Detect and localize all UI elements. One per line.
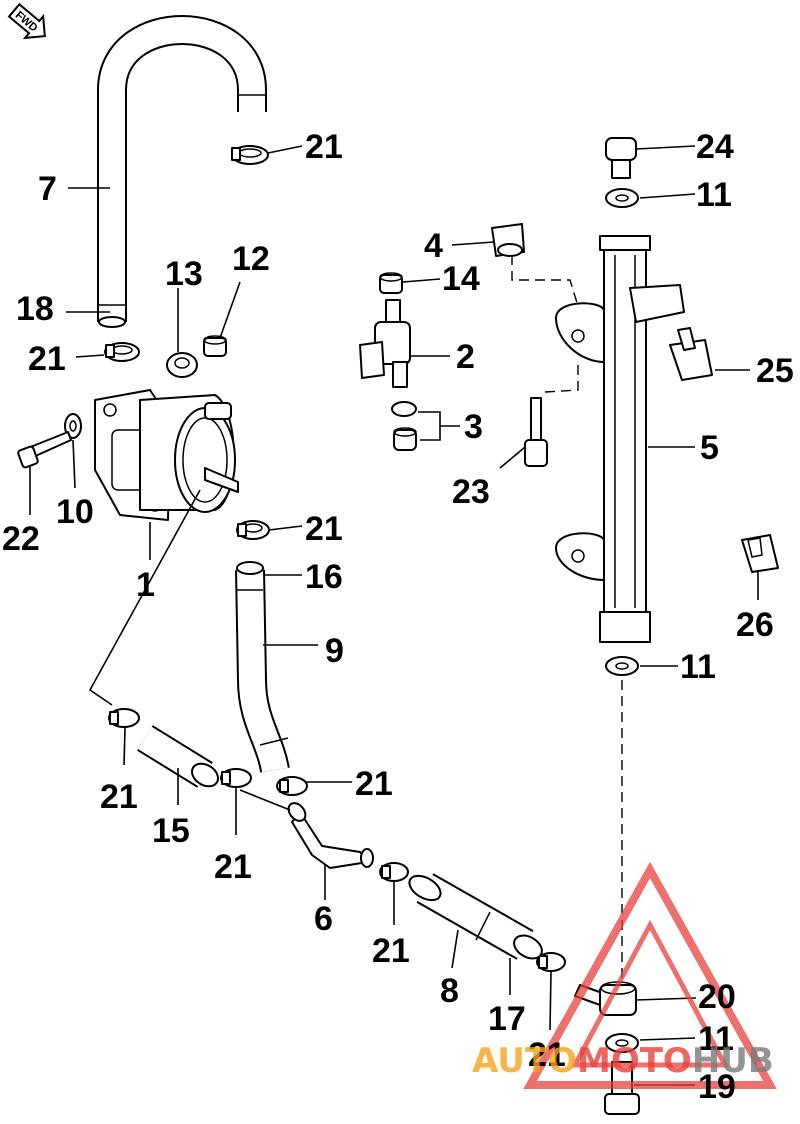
callout-3: 3 — [464, 408, 483, 446]
hose-clip-21-g — [379, 862, 409, 882]
watermark-part-2: MOTO — [577, 1041, 692, 1081]
callout-16: 16 — [305, 558, 343, 596]
bolt-24 — [605, 137, 637, 179]
callout-26: 26 — [736, 606, 774, 644]
callout-19: 19 — [698, 1068, 736, 1106]
joint-6 — [287, 802, 374, 869]
hose-9 — [235, 561, 290, 774]
callout-14: 14 — [442, 260, 480, 298]
washer-11-bottom — [605, 1033, 639, 1053]
hose-clip-21-c — [236, 520, 270, 540]
callout-20: 20 — [698, 978, 736, 1016]
callout-9: 9 — [325, 632, 344, 670]
callout-21: 21 — [305, 128, 343, 166]
hose-clip-21-f — [276, 776, 308, 796]
callout-11: 11 — [698, 1020, 734, 1058]
callout-21: 21 — [305, 510, 343, 548]
o-ring-14 — [379, 272, 403, 294]
callout-24: 24 — [696, 128, 734, 166]
cap-4 — [491, 223, 525, 257]
hose-8 — [408, 873, 543, 960]
callout-25: 25 — [756, 352, 794, 390]
callout-8: 8 — [440, 972, 459, 1010]
callout-22: 22 — [2, 520, 40, 558]
return-hose-7 — [97, 15, 267, 328]
watermark-text: AUTOMOTOHUB — [472, 1041, 774, 1081]
seal-3 — [391, 401, 417, 451]
fuel-filter-1 — [94, 389, 239, 521]
callout-21: 21 — [100, 778, 138, 816]
callout-2: 2 — [456, 338, 475, 376]
clamp-26 — [741, 534, 779, 573]
bolt-22 — [17, 431, 72, 469]
watermark-part-1: AUTO — [472, 1041, 577, 1081]
hose-clip-21-h — [536, 952, 566, 972]
fuel-rail-5 — [555, 235, 685, 643]
callout-21: 21 — [528, 1036, 566, 1074]
hose-clip-21-b — [104, 342, 140, 362]
washer-11-top — [605, 188, 639, 208]
callout-12: 12 — [232, 240, 270, 278]
callout-15: 15 — [152, 812, 190, 850]
fuel-injector-2 — [359, 299, 411, 388]
hose-clip-21-d — [108, 708, 140, 728]
svg-text:AUTOMOTOHUB: AUTOMOTOHUB — [472, 1041, 774, 1081]
assembly-lines — [88, 255, 623, 985]
callout-18: 18 — [16, 290, 54, 328]
callout-23: 23 — [452, 473, 490, 511]
washer-11-mid — [605, 656, 639, 676]
callout-4: 4 — [424, 227, 443, 265]
callout-10: 10 — [56, 493, 94, 531]
callout-11: 11 — [680, 648, 716, 686]
cap-12 — [203, 335, 227, 357]
callout-21: 21 — [28, 340, 66, 378]
clamp-25 — [669, 327, 713, 381]
callout-1: 1 — [136, 566, 155, 604]
callout-11: 11 — [696, 176, 732, 214]
callout-labels: 21 7 24 11 12 13 4 14 18 21 2 25 3 5 23 … — [2, 128, 794, 1106]
hose-clip-21-e — [220, 768, 252, 788]
callout-13: 13 — [165, 255, 203, 293]
grommet-13 — [166, 352, 198, 378]
watermark-part-3: HUB — [692, 1041, 774, 1081]
leader-lines — [29, 145, 759, 1086]
callout-21: 21 — [355, 765, 393, 803]
callout-5: 5 — [700, 429, 719, 467]
callout-6: 6 — [314, 900, 333, 938]
bolt-23 — [524, 397, 548, 467]
callout-21: 21 — [372, 932, 410, 970]
callout-17: 17 — [488, 1000, 526, 1038]
hose-clip-21-top — [231, 145, 269, 165]
hose-15 — [137, 725, 220, 788]
callout-21: 21 — [214, 848, 252, 886]
fwd-arrow-icon: FWD — [7, 2, 46, 40]
watermark-logo — [523, 861, 777, 1089]
callout-7: 7 — [38, 170, 57, 208]
